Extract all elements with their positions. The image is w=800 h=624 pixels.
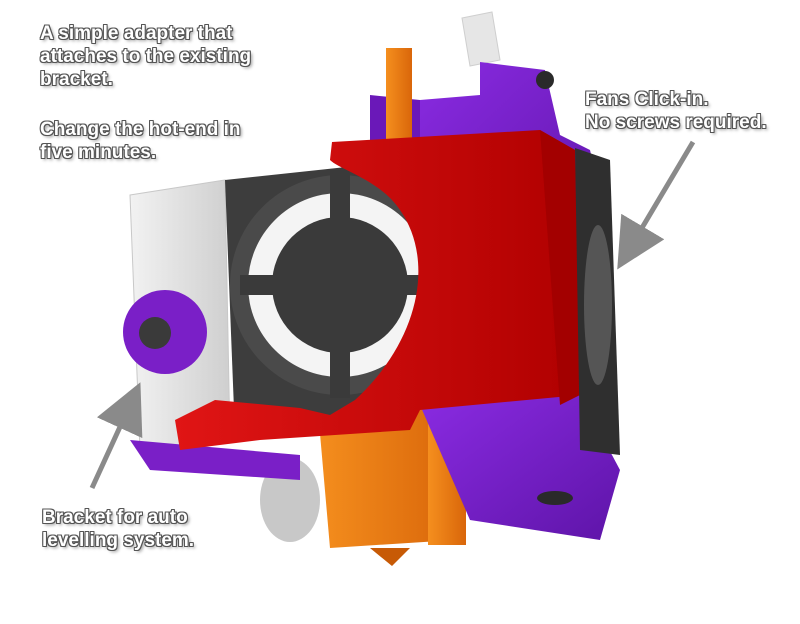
annotation-line: Change the hot-end in bbox=[40, 119, 241, 140]
annotation-line: Fans Click-in. bbox=[585, 89, 709, 110]
annotation-line: five minutes. bbox=[40, 142, 157, 163]
annotation-bracket: Bracket for auto levelling system. bbox=[42, 506, 194, 552]
annotation-line: No screws required. bbox=[585, 112, 767, 133]
annotation-line: attaches to the existing bbox=[40, 46, 252, 67]
side-fan bbox=[575, 148, 620, 455]
arrow-icon bbox=[617, 140, 696, 270]
annotation-hotend: Change the hot-end in five minutes. bbox=[40, 118, 241, 164]
fan bbox=[225, 165, 450, 435]
arrow-icon bbox=[89, 382, 143, 490]
annotation-line: levelling system. bbox=[42, 530, 195, 551]
annotation-adapter: A simple adapter that attaches to the ex… bbox=[40, 22, 251, 91]
purple-lower-duct bbox=[130, 395, 620, 540]
red-shroud bbox=[175, 130, 580, 450]
annotation-line: Bracket for auto bbox=[42, 507, 188, 528]
filament-guide bbox=[461, 11, 501, 67]
adjustment-knob bbox=[123, 290, 207, 374]
annotation-line: bracket. bbox=[40, 69, 113, 90]
annotation-fans: Fans Click-in. No screws required. bbox=[585, 88, 767, 134]
annotation-line: A simple adapter that bbox=[40, 23, 233, 44]
